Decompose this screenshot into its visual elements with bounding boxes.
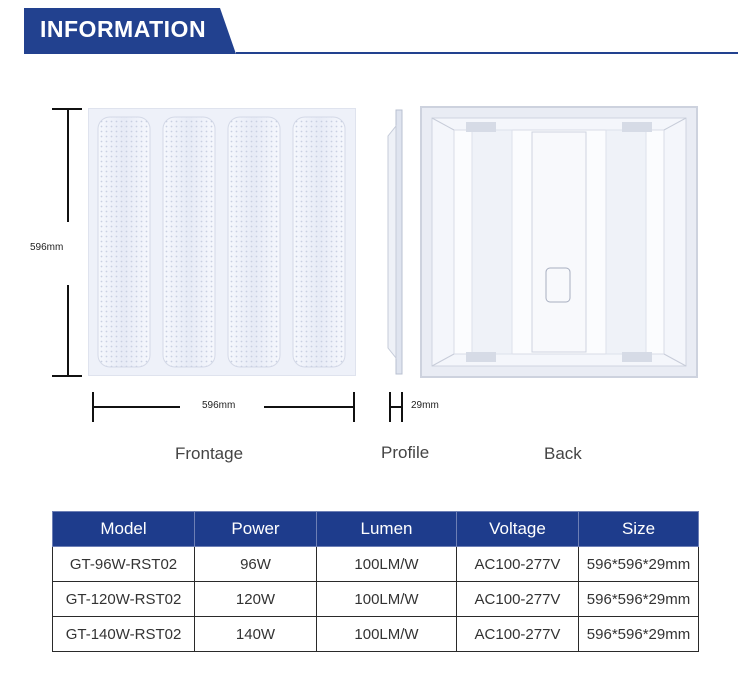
cell-model: GT-96W-RST02	[52, 546, 195, 582]
table-row: GT-120W-RST02 120W 100LM/W AC100-277V 59…	[52, 581, 699, 617]
cell-power: 140W	[194, 616, 317, 652]
spec-table: Model Power Lumen Voltage Size GT-96W-RS…	[52, 511, 699, 652]
cell-size: 596*596*29mm	[578, 546, 699, 582]
cell-power: 96W	[194, 546, 317, 582]
panel-profile-image	[384, 108, 406, 376]
panel-back-image	[420, 106, 698, 378]
header-tab	[24, 8, 236, 54]
profile-depth-label: 29mm	[411, 400, 439, 411]
cell-model: GT-140W-RST02	[52, 616, 195, 652]
cell-voltage: AC100-277V	[456, 546, 579, 582]
caption-front: Frontage	[175, 444, 244, 463]
cell-voltage: AC100-277V	[456, 616, 579, 652]
table-header-row: Model Power Lumen Voltage Size	[52, 511, 699, 547]
header-model: Model	[52, 511, 195, 547]
cell-power: 120W	[194, 581, 317, 617]
cell-size: 596*596*29mm	[578, 616, 699, 652]
header-size: Size	[578, 511, 699, 547]
page-title: INFORMATION	[40, 16, 207, 42]
cell-size: 596*596*29mm	[578, 581, 699, 617]
caption-profile: Profile	[381, 443, 430, 462]
cell-lumen: 100LM/W	[316, 546, 457, 582]
header-rule	[236, 52, 738, 54]
front-height-label: 596mm	[30, 242, 64, 253]
header-lumen: Lumen	[316, 511, 457, 547]
cell-lumen: 100LM/W	[316, 616, 457, 652]
panel-front-image	[88, 108, 356, 376]
cell-lumen: 100LM/W	[316, 581, 457, 617]
table-row: GT-140W-RST02 140W 100LM/W AC100-277V 59…	[52, 616, 699, 652]
caption-back: Back	[544, 444, 582, 463]
table-row: GT-96W-RST02 96W 100LM/W AC100-277V 596*…	[52, 546, 699, 582]
cell-model: GT-120W-RST02	[52, 581, 195, 617]
front-width-label: 596mm	[202, 400, 236, 411]
cell-voltage: AC100-277V	[456, 581, 579, 617]
header-voltage: Voltage	[456, 511, 579, 547]
header-power: Power	[194, 511, 317, 547]
